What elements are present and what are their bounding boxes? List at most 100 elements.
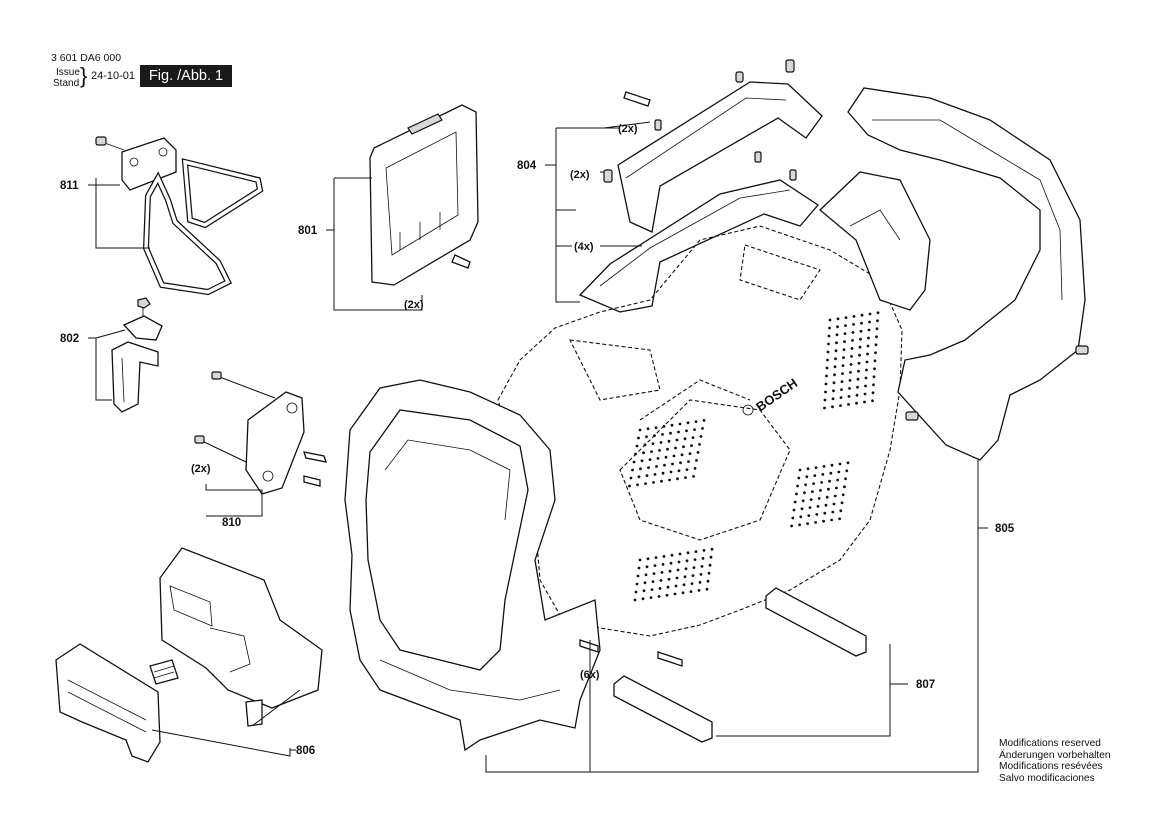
grille-dot	[835, 341, 838, 345]
grille-dot	[664, 455, 668, 459]
callout-802: 802	[60, 333, 79, 345]
grille-dot	[639, 467, 642, 471]
grille-dot	[856, 385, 859, 389]
grille-dot	[634, 590, 638, 594]
grille-dot	[868, 320, 871, 324]
grille-dot	[698, 581, 702, 584]
grille-dot	[694, 420, 698, 423]
grille-dot	[824, 503, 828, 507]
grille-dot	[841, 372, 844, 375]
grille-dot	[798, 468, 802, 472]
multiplier-810-pins: (2x)	[191, 463, 211, 475]
grille-dot	[871, 391, 875, 395]
grille-dot	[831, 510, 835, 514]
grille-dot	[842, 356, 845, 359]
grille-dot	[817, 497, 821, 500]
grille-dot	[694, 550, 698, 553]
grille-dot	[653, 564, 657, 567]
grille-dot	[875, 335, 878, 339]
grille-dot	[659, 579, 663, 582]
grille-dot	[708, 563, 712, 567]
grille-dot	[830, 463, 834, 467]
grille-dot	[698, 443, 701, 446]
grille-dot	[866, 344, 870, 348]
grille-dot	[863, 400, 866, 404]
callout-811: 811	[60, 180, 79, 192]
grille-dot	[641, 597, 645, 601]
grille-dot	[669, 431, 672, 435]
grille-dot	[865, 368, 868, 372]
grille-dot	[650, 450, 653, 453]
grille-dot	[828, 326, 831, 330]
grille-dot	[876, 311, 880, 315]
grille-dot	[677, 430, 680, 434]
grille-dot	[806, 467, 810, 471]
grille-dot	[842, 348, 846, 351]
grille-dot	[801, 499, 805, 503]
grille-dot	[828, 318, 832, 322]
modifications-line-de: Änderungen vorbehalten	[999, 749, 1111, 761]
grille-dot	[699, 435, 703, 438]
grille-dot	[819, 489, 822, 492]
grille-dot	[848, 387, 851, 390]
grille-dot	[663, 463, 666, 467]
grille-dot	[688, 452, 692, 455]
grille-dot	[858, 353, 861, 357]
grille-dot	[832, 389, 835, 393]
grille-dot	[659, 441, 663, 444]
grille-dot	[873, 367, 876, 371]
grille-dot	[844, 324, 847, 327]
grille-dot	[692, 475, 695, 478]
grille-dot	[657, 595, 661, 598]
grille-dot	[638, 558, 642, 562]
grille-dot	[820, 481, 823, 484]
grille-dot	[678, 422, 682, 426]
grille-dot	[847, 395, 851, 398]
grille-dot	[666, 585, 670, 589]
callout-806: 806	[296, 745, 315, 757]
multiplier-801-screw: (2x)	[404, 299, 424, 311]
grille-dot	[796, 484, 799, 488]
grille-dot	[645, 474, 649, 477]
grille-dot	[843, 485, 846, 489]
grille-dot	[637, 436, 640, 440]
grille-dot	[680, 453, 684, 457]
grille-dot	[686, 551, 690, 555]
multiplier-804-mid: (2x)	[570, 169, 590, 181]
grille-dot	[710, 547, 714, 551]
multiplier-804-top: (2x)	[618, 123, 638, 135]
grille-dot	[709, 555, 713, 559]
grille-dot	[872, 383, 875, 387]
grille-dot	[813, 474, 817, 477]
grille-dot	[658, 449, 661, 452]
grille-dot	[855, 393, 859, 397]
grille-dot	[655, 465, 658, 468]
grille-dot	[667, 577, 671, 581]
grille-dot	[654, 426, 658, 429]
grille-dot	[821, 473, 825, 476]
grille-dot	[851, 339, 854, 342]
grille-dot	[677, 560, 681, 564]
grille-dot	[859, 329, 863, 333]
grille-dot	[675, 576, 679, 580]
grille-dot	[863, 392, 867, 396]
leader-lines	[88, 121, 988, 773]
grille-dot	[660, 479, 663, 483]
grille-dot	[829, 471, 833, 475]
grille-dot	[866, 352, 869, 356]
document-number: 3 601 DA6 000	[51, 52, 122, 64]
grille-dot	[661, 471, 665, 475]
brand-logo: BOSCH	[753, 375, 800, 414]
grille-dot	[874, 351, 877, 355]
grille-dot	[650, 588, 654, 591]
grille-dot	[832, 502, 836, 506]
multiplier-805-screws: (6x)	[580, 669, 600, 681]
grille-dot	[852, 315, 856, 318]
part-805-frame-rear	[819, 87, 1089, 461]
grille-dot	[834, 349, 838, 353]
grille-dot	[646, 427, 650, 431]
grille-dot	[839, 396, 843, 399]
grille-dot	[638, 428, 642, 432]
grille-dot	[838, 517, 841, 521]
grille-dot	[860, 321, 863, 325]
